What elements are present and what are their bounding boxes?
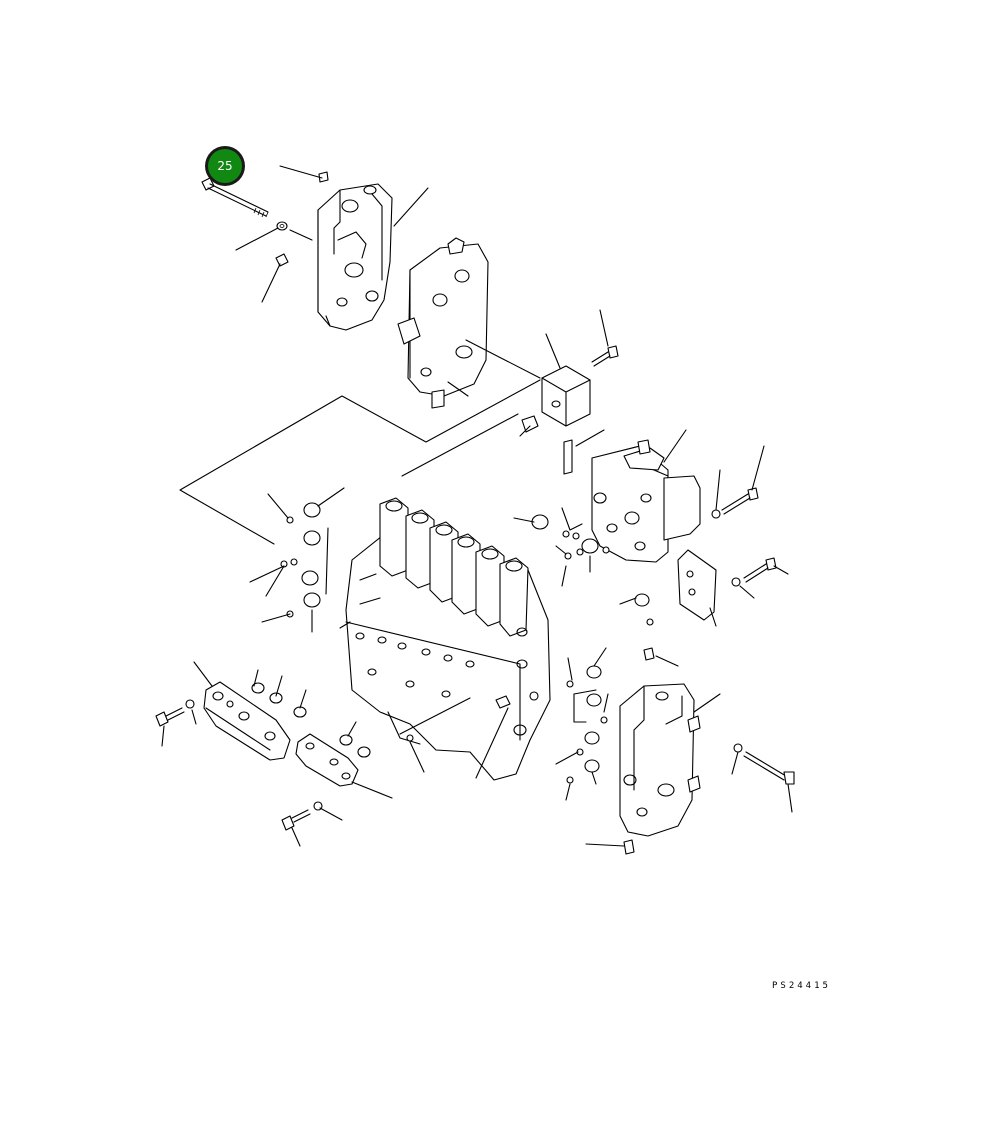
bolt-bottom-center [281, 801, 323, 831]
valve-section-top [397, 237, 489, 409]
cover-bottom-center [295, 733, 359, 787]
end-section-bottom-right [619, 683, 701, 837]
callout-number[interactable]: 25 [208, 149, 242, 183]
main-valve-body [339, 497, 551, 781]
end-section-top-left [317, 183, 393, 331]
callout-25[interactable]: 25 [205, 146, 245, 186]
cover-bottom-left [203, 681, 291, 761]
o-rings-left [280, 502, 321, 618]
spring-pin [563, 439, 573, 475]
bolt-block [591, 345, 619, 367]
bolt-bottom-left [155, 699, 195, 727]
o-rings-bottom-center [339, 734, 371, 758]
plug-mid [521, 415, 539, 433]
figure-id-label: PS24415 [772, 981, 831, 991]
washer-left [276, 221, 288, 231]
o-rings-center-right [531, 514, 654, 626]
o-rings-bottom-mid [406, 665, 608, 784]
bolt-right-upper [711, 487, 759, 519]
bolt-right-plate [731, 557, 777, 587]
bolt-bottom-right [733, 743, 795, 785]
o-rings-bottom-left [251, 682, 307, 718]
square-block [541, 365, 591, 427]
end-cover-right [591, 439, 701, 563]
reference-leaders [161, 165, 793, 847]
plug-bottom-right-top [643, 647, 655, 661]
plug-bottom-right-low [623, 839, 635, 855]
plate-right [677, 549, 717, 621]
plug-top [318, 171, 329, 183]
assembly-leader-lines [179, 339, 541, 545]
small-bolt-left [275, 253, 289, 267]
